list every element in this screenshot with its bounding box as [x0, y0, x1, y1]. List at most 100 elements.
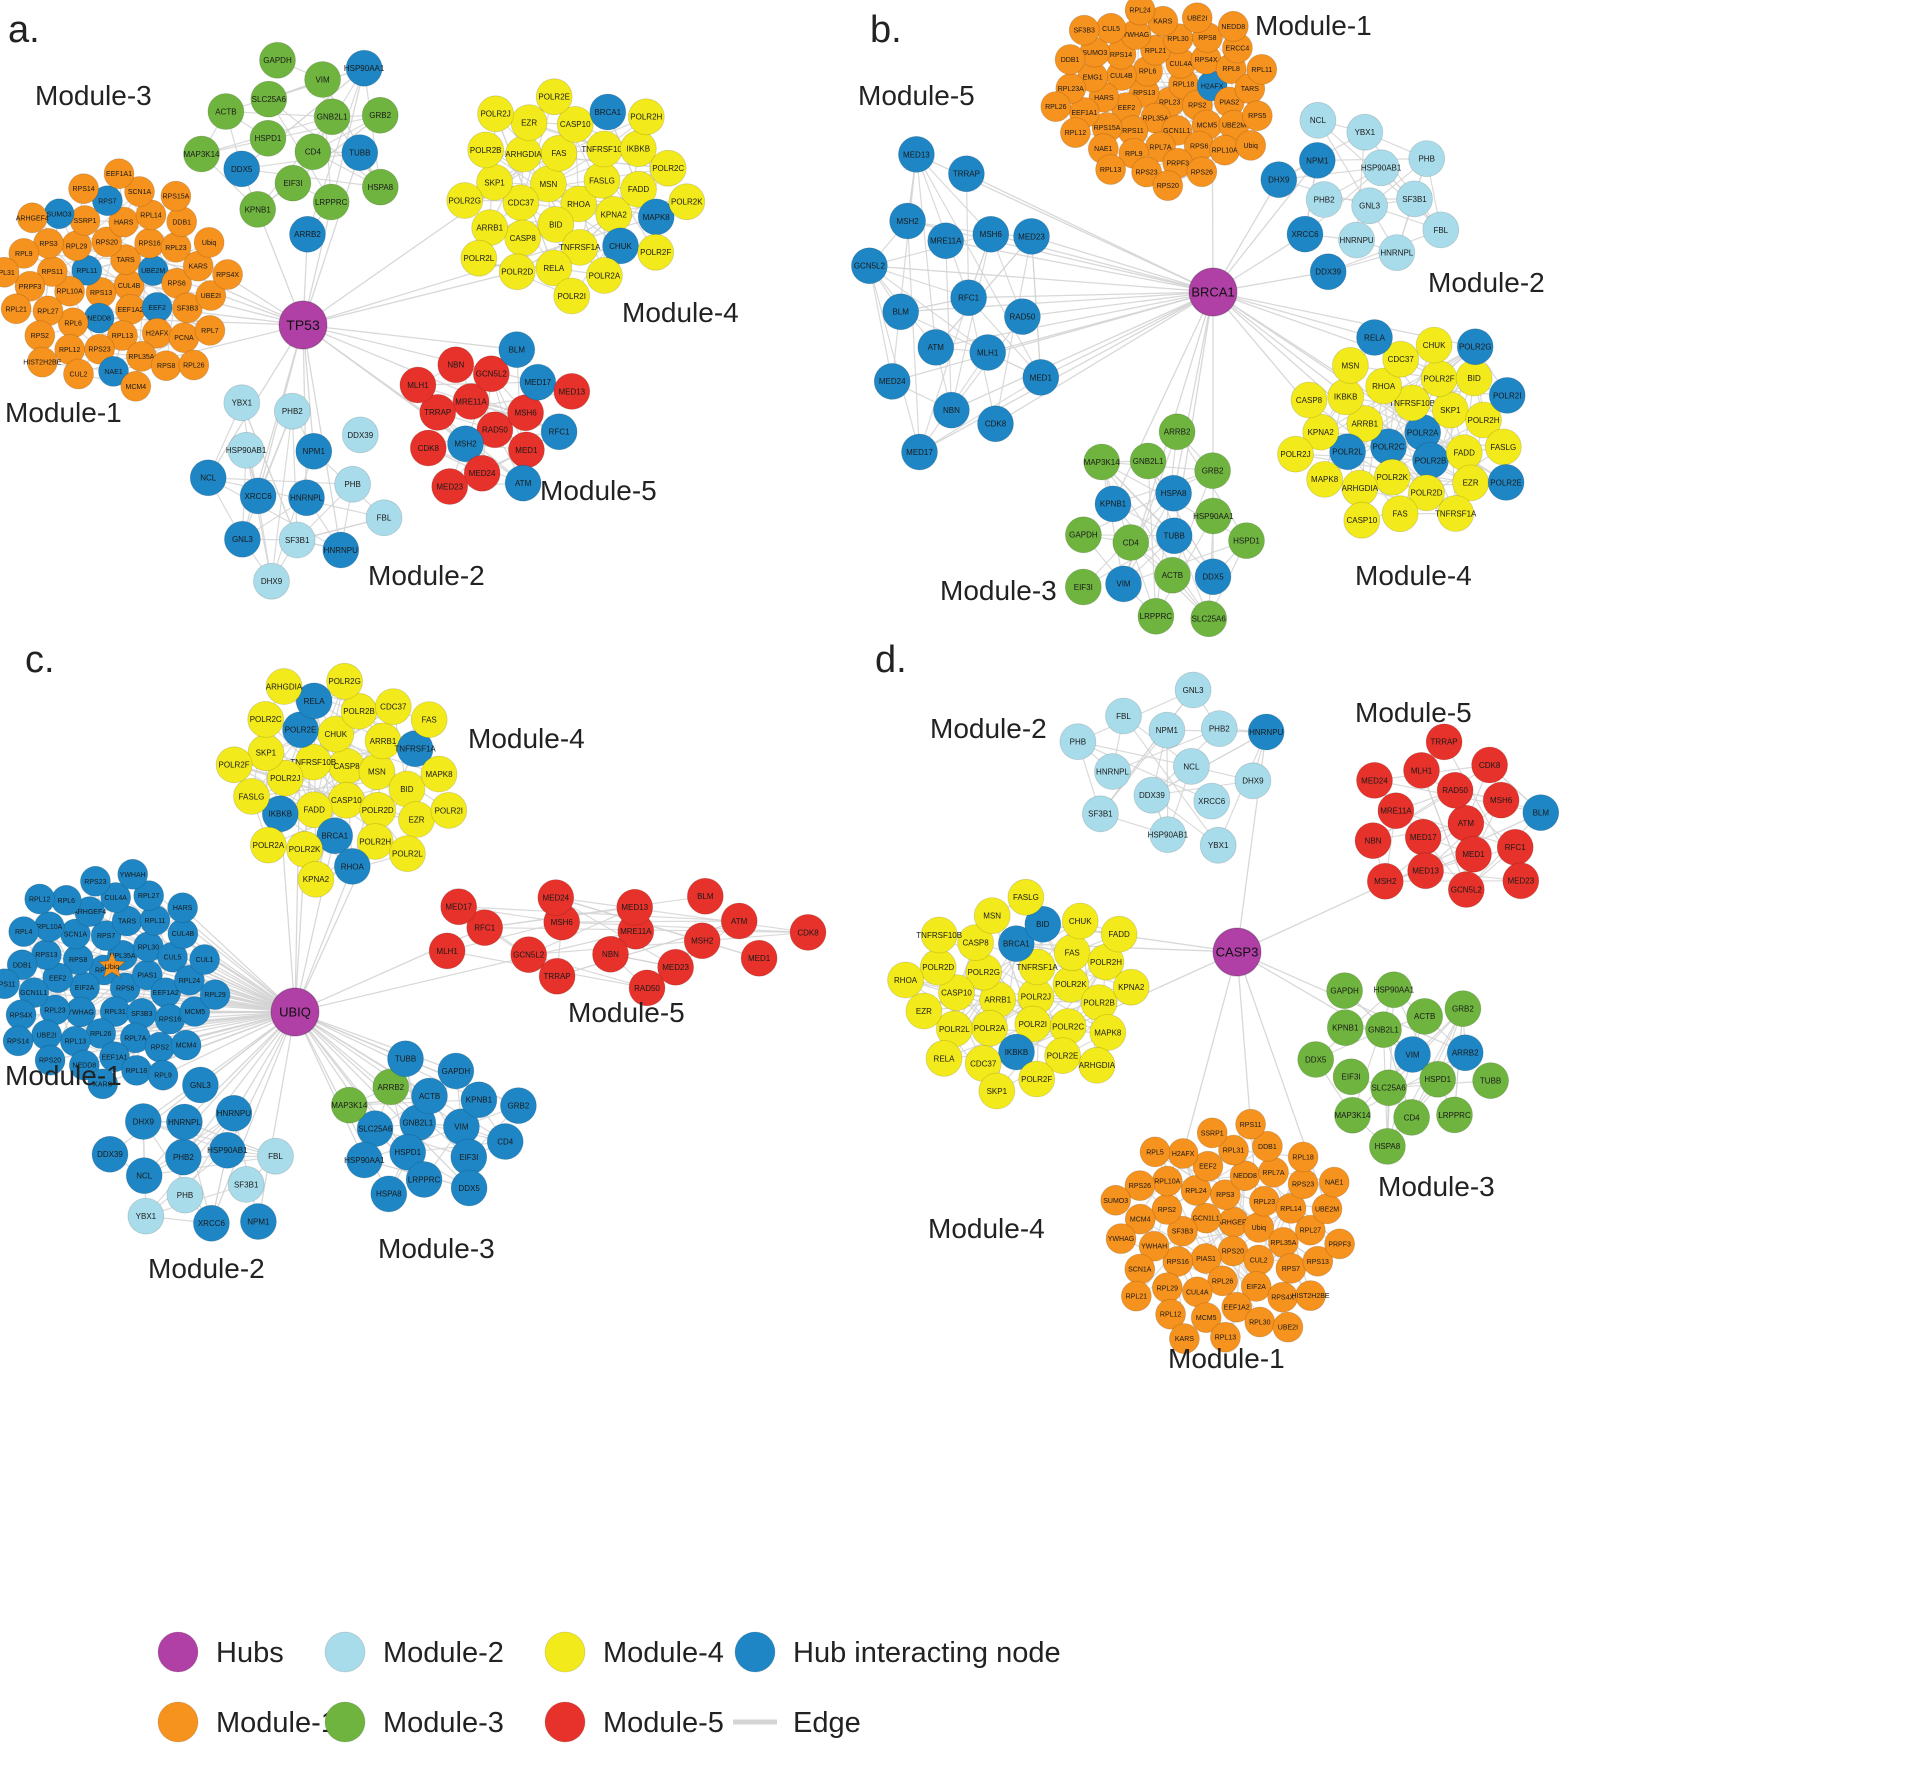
node-NBN[interactable]: [592, 935, 629, 973]
node-POLR2D[interactable]: [498, 253, 536, 291]
node-ARRB1[interactable]: [1346, 405, 1384, 443]
node-RAD50[interactable]: [1004, 298, 1041, 336]
node-SKP1[interactable]: [1431, 391, 1469, 429]
node-ACTB[interactable]: [1154, 556, 1191, 594]
node-CD4[interactable]: [486, 1123, 524, 1160]
node-NCL[interactable]: [125, 1157, 163, 1194]
node-POLR2I[interactable]: [1488, 376, 1526, 414]
node-MLH1[interactable]: [428, 932, 466, 970]
node-TRRAP[interactable]: [538, 957, 576, 995]
node-MSH6[interactable]: [1482, 781, 1520, 819]
node-POLR2F[interactable]: [1420, 360, 1458, 398]
node-RPS23[interactable]: [80, 865, 111, 897]
node-EEF1A1[interactable]: [103, 158, 135, 190]
node-TNFRSF10B[interactable]: [294, 743, 332, 781]
node-TNFRSF10B[interactable]: [1393, 384, 1431, 422]
node-POLR2B[interactable]: [1412, 441, 1449, 479]
node-EZR[interactable]: [398, 801, 435, 838]
node-FAS[interactable]: [1381, 495, 1419, 533]
node-SF3B1[interactable]: [1396, 180, 1433, 218]
node-ARRB2[interactable]: [1446, 1034, 1484, 1072]
node-NAE1[interactable]: [98, 355, 129, 387]
node-SKP1[interactable]: [978, 1072, 1016, 1110]
node-CDC37[interactable]: [1382, 340, 1420, 378]
node-CASP10[interactable]: [556, 106, 594, 143]
node-POLR2I[interactable]: [553, 277, 591, 315]
node-RPL13[interactable]: [1210, 1321, 1241, 1353]
node-EEF1A2[interactable]: [115, 293, 146, 325]
node-MCM5[interactable]: [179, 996, 211, 1027]
node-RPS2[interactable]: [24, 320, 56, 352]
node-PHB[interactable]: [166, 1176, 204, 1214]
node-KPNA2[interactable]: [1112, 968, 1150, 1006]
node-H2AFX[interactable]: [1167, 1138, 1199, 1169]
node-BID[interactable]: [1455, 359, 1493, 397]
node-YWHAH[interactable]: [117, 858, 149, 890]
node-HIST2H2BE[interactable]: [26, 346, 58, 378]
node-RPS4X[interactable]: [212, 259, 244, 290]
node-NCL[interactable]: [1299, 101, 1337, 139]
node-HSP90AB1[interactable]: [1149, 816, 1187, 853]
node-RPL24[interactable]: [1124, 0, 1156, 26]
node-RPL24[interactable]: [173, 964, 205, 996]
node-RPL10A[interactable]: [1209, 134, 1241, 166]
node-RPL12[interactable]: [24, 883, 56, 915]
node-MAP3K14[interactable]: [1083, 443, 1121, 481]
node-EIF2A[interactable]: [1240, 1271, 1272, 1302]
node-TUBB[interactable]: [1155, 517, 1193, 555]
node-NBN[interactable]: [933, 391, 970, 429]
node-YBX1[interactable]: [1346, 113, 1384, 151]
node-POLR2L[interactable]: [460, 239, 498, 277]
node-FASLG[interactable]: [583, 161, 621, 199]
node-POLR2F[interactable]: [215, 746, 253, 784]
node-CD4[interactable]: [1393, 1099, 1430, 1136]
node-MED13[interactable]: [553, 372, 591, 410]
node-TNFRSF1A[interactable]: [561, 228, 599, 266]
node-GCN5L2[interactable]: [510, 936, 548, 973]
node-KPNB1[interactable]: [239, 190, 277, 228]
node-SF3B1[interactable]: [278, 521, 316, 559]
node-MSH6[interactable]: [972, 215, 1010, 253]
node-EEF1A2[interactable]: [1221, 1291, 1253, 1323]
node-BRCA1[interactable]: [316, 817, 354, 855]
node-RPS4X[interactable]: [1267, 1281, 1299, 1313]
node-MED1[interactable]: [508, 431, 545, 469]
node-CUL4A[interactable]: [100, 882, 132, 913]
node-RPL27[interactable]: [133, 880, 165, 911]
node-UBE2I[interactable]: [195, 280, 227, 311]
node-KPNA2[interactable]: [297, 860, 335, 898]
node-MAP3K14[interactable]: [330, 1086, 368, 1124]
node-MLH1[interactable]: [969, 334, 1007, 371]
node-RPL26[interactable]: [1207, 1265, 1238, 1297]
node-RPL30[interactable]: [1244, 1306, 1276, 1338]
node-GNL3[interactable]: [223, 520, 261, 558]
node-RPS16[interactable]: [134, 227, 166, 259]
node-RPS15A[interactable]: [160, 180, 192, 212]
node-EZR[interactable]: [905, 992, 943, 1030]
node-RFC1[interactable]: [540, 413, 578, 451]
node-XRCC6[interactable]: [239, 477, 277, 515]
node-BLM[interactable]: [686, 877, 724, 915]
node-RPL11[interactable]: [1246, 54, 1278, 85]
node-MED23[interactable]: [1013, 217, 1050, 255]
node-DDB1[interactable]: [6, 949, 38, 981]
node-RPL21[interactable]: [0, 293, 32, 325]
node-POLR2G[interactable]: [326, 662, 364, 700]
node-MRE11A[interactable]: [927, 222, 965, 260]
node-NPM1[interactable]: [239, 1203, 277, 1240]
node-RHOA[interactable]: [887, 961, 924, 999]
node-RPS2[interactable]: [144, 1031, 176, 1063]
node-HNRNPU[interactable]: [1247, 713, 1285, 751]
node-RHOA[interactable]: [1365, 367, 1403, 405]
node-RPS8[interactable]: [150, 350, 182, 382]
node-NCL[interactable]: [1173, 748, 1210, 785]
node-EIF3I[interactable]: [450, 1138, 488, 1176]
node-EEF1A1[interactable]: [99, 1041, 130, 1073]
node-GNL3[interactable]: [1351, 187, 1388, 225]
node-ARHGDIA[interactable]: [1078, 1046, 1116, 1084]
node-TNFRSF10B[interactable]: [585, 130, 623, 168]
node-SCN1A[interactable]: [124, 176, 155, 207]
node-POLR2E[interactable]: [535, 78, 573, 116]
node-HSP90AB1[interactable]: [208, 1131, 246, 1169]
node-RPS5[interactable]: [1241, 100, 1273, 132]
